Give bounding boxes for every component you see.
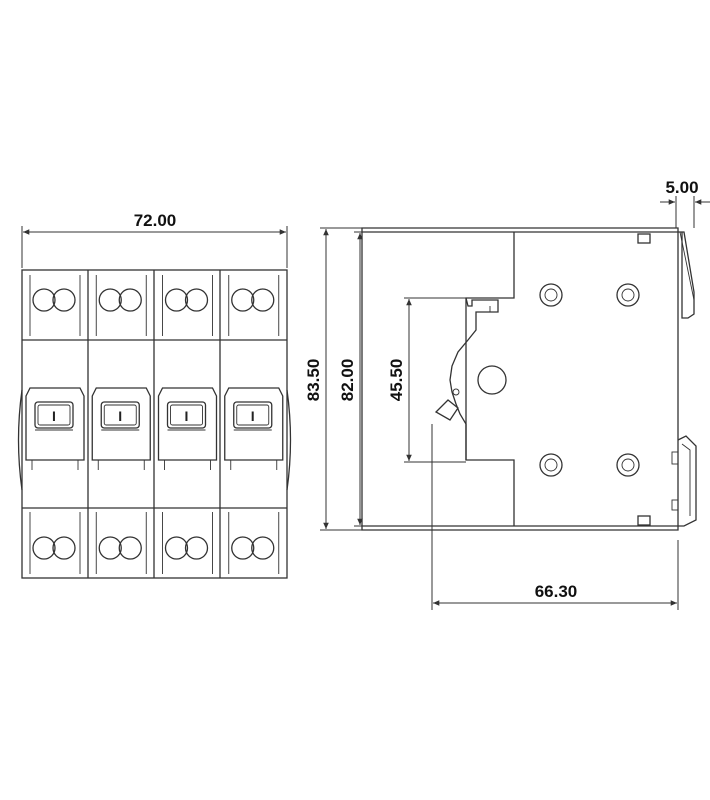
dimension-front-width: 72.00 <box>21 211 288 268</box>
dimension-label-rail-offset: 5.00 <box>665 178 698 197</box>
bottom-terminal-screws-icon <box>164 536 209 560</box>
dimension-label-width: 72.00 <box>134 211 177 230</box>
pole-3: I <box>157 275 218 574</box>
top-terminal-screws-icon <box>231 288 275 312</box>
dimension-label-overall-height: 83.50 <box>304 359 323 402</box>
dimension-depth: 66.30 <box>431 424 679 610</box>
toggle-handle[interactable]: I <box>34 401 74 431</box>
top-terminal-screws-icon <box>32 288 76 312</box>
dimension-cover-height: 45.50 <box>387 297 466 463</box>
bottom-terminal-screws-icon <box>231 536 275 560</box>
pole-2: I <box>91 275 151 574</box>
pole-4: I <box>224 275 284 574</box>
screw-bottom-left-icon <box>539 453 563 477</box>
dimension-label-body-height: 82.00 <box>338 359 357 402</box>
toggle-handle[interactable]: I <box>233 401 273 431</box>
side-view <box>361 227 697 531</box>
toggle-on-symbol: I <box>251 408 255 424</box>
top-terminal-screws-icon <box>98 288 142 312</box>
screw-top-right-icon <box>616 283 640 307</box>
toggle-on-symbol: I <box>118 408 122 424</box>
top-terminal-screws-icon <box>164 288 209 312</box>
toggle-handle[interactable]: I <box>100 401 140 431</box>
pole-1: I <box>25 275 85 574</box>
toggle-on-symbol: I <box>185 408 189 424</box>
toggle-on-symbol: I <box>52 408 56 424</box>
screw-top-left-icon <box>539 283 563 307</box>
dimension-label-depth: 66.30 <box>535 582 578 601</box>
bottom-terminal-screws-icon <box>98 536 142 560</box>
dimension-overall-height: 83.50 <box>304 227 362 531</box>
dimension-label-cover-height: 45.50 <box>387 359 406 402</box>
dimension-rail-offset: 5.00 <box>660 178 710 228</box>
screw-bottom-right-icon <box>616 453 640 477</box>
dimension-body-height: 82.00 <box>338 231 363 527</box>
bottom-terminal-screws-icon <box>32 536 76 560</box>
toggle-handle[interactable]: I <box>166 401 207 431</box>
